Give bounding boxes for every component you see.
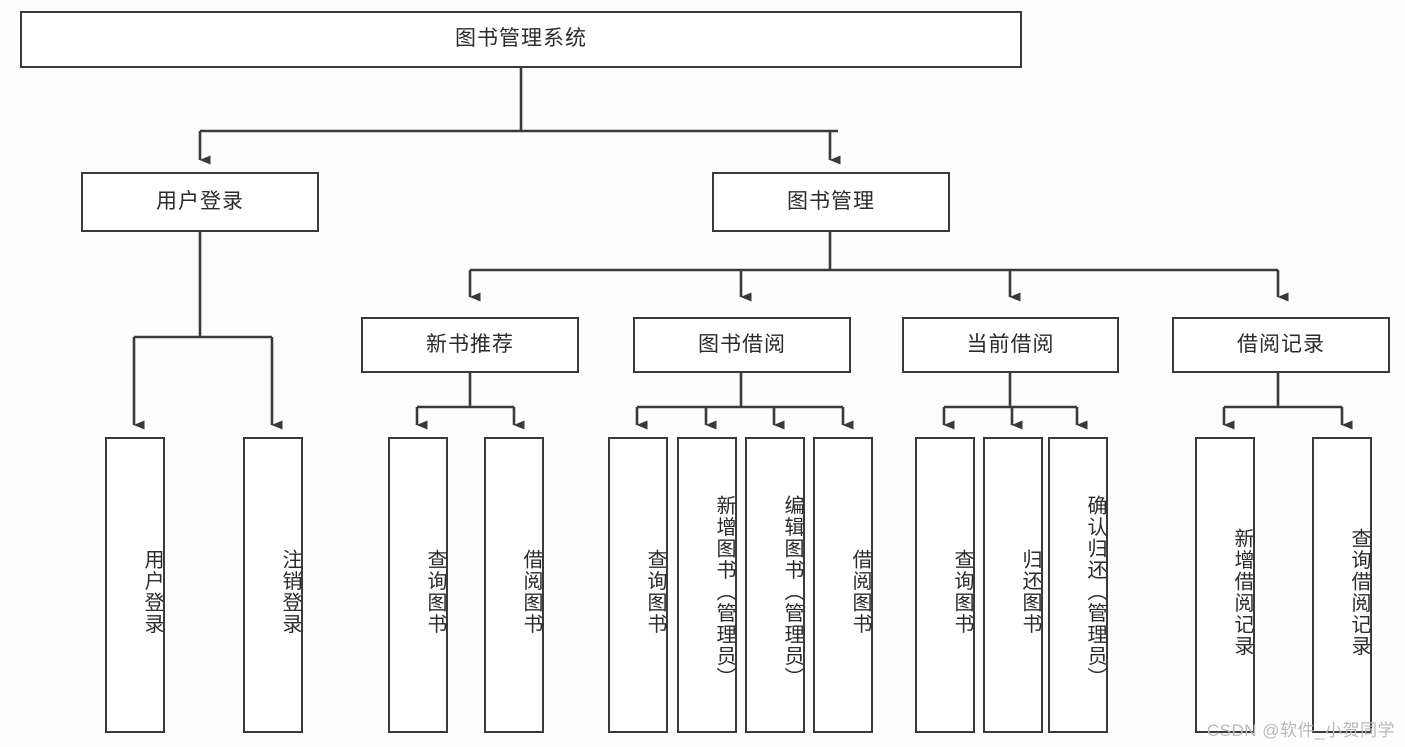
node-root-book-management-system[interactable]: 图书管理系统 [20, 11, 1022, 68]
node-label: 注销登录 [279, 549, 301, 635]
leaf-query-book-newbook[interactable]: 查询图书 [388, 437, 448, 733]
leaf-add-book-admin[interactable]: 新增图书（管理员） [677, 437, 737, 733]
node-label: 新书推荐 [426, 332, 514, 356]
node-label: 用户登录 [141, 549, 163, 635]
leaf-borrow-book-newbook[interactable]: 借阅图书 [484, 437, 544, 733]
leaf-query-borrow-record[interactable]: 查询借阅记录 [1312, 437, 1372, 733]
leaf-user-login[interactable]: 用户登录 [105, 437, 165, 733]
node-label: 借阅图书 [849, 549, 871, 635]
leaf-return-book[interactable]: 归还图书 [983, 437, 1043, 733]
node-book-borrowing[interactable]: 图书借阅 [633, 317, 851, 373]
leaf-edit-book-admin[interactable]: 编辑图书（管理员） [745, 437, 805, 733]
node-label: 当前借阅 [966, 332, 1055, 356]
leaf-add-borrow-record[interactable]: 新增借阅记录 [1195, 437, 1255, 733]
node-label: 查询图书 [951, 549, 973, 635]
node-label: 图书管理 [787, 189, 875, 213]
csdn-watermark: CSDN @软件_小贺同学 [1206, 721, 1395, 740]
leaf-query-book-current[interactable]: 查询图书 [915, 437, 975, 733]
node-label: 编辑图书（管理员） [781, 495, 803, 689]
node-label: 借阅图书 [520, 549, 542, 635]
node-label: 新增图书（管理员） [713, 495, 735, 689]
node-label: 归还图书 [1019, 549, 1041, 635]
node-label: 图书管理系统 [455, 27, 587, 51]
node-current-borrowing[interactable]: 当前借阅 [902, 317, 1119, 373]
node-borrowing-records[interactable]: 借阅记录 [1172, 317, 1390, 373]
leaf-borrow-book[interactable]: 借阅图书 [813, 437, 873, 733]
node-book-management[interactable]: 图书管理 [712, 172, 950, 232]
leaf-confirm-return-admin[interactable]: 确认归还（管理员） [1048, 437, 1108, 733]
node-label: 确认归还（管理员） [1084, 495, 1106, 689]
node-label: 新增借阅记录 [1231, 527, 1253, 657]
node-new-book-recommendation[interactable]: 新书推荐 [361, 317, 579, 373]
node-label: 借阅记录 [1237, 332, 1325, 356]
leaf-query-book-borrow[interactable]: 查询图书 [608, 437, 668, 733]
node-user-login[interactable]: 用户登录 [81, 172, 319, 232]
node-label: 查询图书 [644, 549, 666, 635]
node-label: 查询图书 [424, 549, 446, 635]
node-label: 查询借阅记录 [1348, 527, 1370, 657]
node-label: 用户登录 [156, 189, 244, 213]
node-label: 图书借阅 [698, 332, 786, 356]
leaf-logout[interactable]: 注销登录 [243, 437, 303, 733]
